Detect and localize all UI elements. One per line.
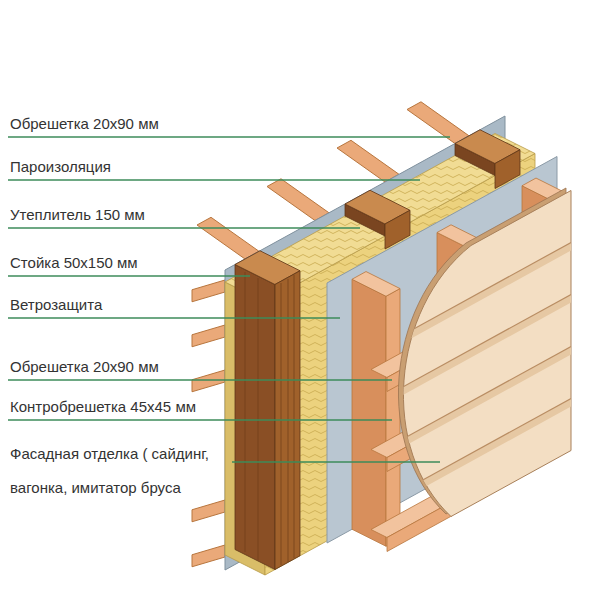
callout-label: Фасадная отделка ( сайдинг, вагонка, ими…: [10, 437, 222, 505]
leader-line: [8, 275, 250, 277]
board-shade: [380, 295, 571, 408]
batten-stick: [192, 370, 225, 392]
siding-boards: [380, 243, 571, 512]
batten-stick: [267, 179, 329, 221]
board-joint: [380, 347, 571, 452]
grain-line: [245, 272, 246, 552]
batten-stick: [192, 545, 225, 567]
board-joint: [380, 295, 571, 400]
callout-label: Стойка 50х150 мм: [10, 254, 138, 272]
callout-label: Контробрешетка 45х45 мм: [10, 398, 196, 416]
grain-line: [281, 283, 282, 565]
callout-label: Обрешетка 20х90 мм: [10, 115, 159, 133]
wood-grain: [245, 272, 294, 565]
leader-line: [8, 227, 360, 229]
stud-side: [235, 265, 275, 570]
board-shade: [380, 243, 571, 356]
board-joint: [380, 243, 571, 348]
board-shade: [380, 399, 571, 512]
siding: [403, 191, 571, 517]
grain-line: [258, 278, 259, 560]
board-shade: [380, 347, 571, 460]
board-joints: [380, 243, 571, 504]
interior-batten: [192, 280, 225, 567]
leader-line: [8, 317, 340, 319]
counter-batten-side: [352, 279, 386, 546]
batten-stick: [192, 280, 225, 302]
counter-batten: [352, 178, 570, 546]
leader-line: [232, 461, 440, 463]
leader-line: [8, 179, 420, 181]
board-joint: [380, 399, 571, 504]
leader-line: [8, 136, 450, 138]
counter-batten-front: [386, 289, 400, 547]
callout-label: Ветрозащита: [10, 296, 102, 314]
batten-stick: [192, 325, 225, 347]
wall-layers: [192, 102, 571, 575]
callout-label: Утеплитель 150 мм: [10, 206, 145, 224]
leader-line: [8, 419, 392, 421]
batten-stick: [337, 140, 399, 182]
leader-line: [8, 379, 392, 381]
leader-lines: [8, 137, 450, 462]
callout-label: Обрешетка 20х90 мм: [10, 358, 159, 376]
callout-label: Пароизоляция: [10, 158, 111, 176]
batten-stick: [197, 217, 259, 259]
batten-stick: [192, 500, 225, 522]
counter-batten-top: [352, 272, 400, 297]
